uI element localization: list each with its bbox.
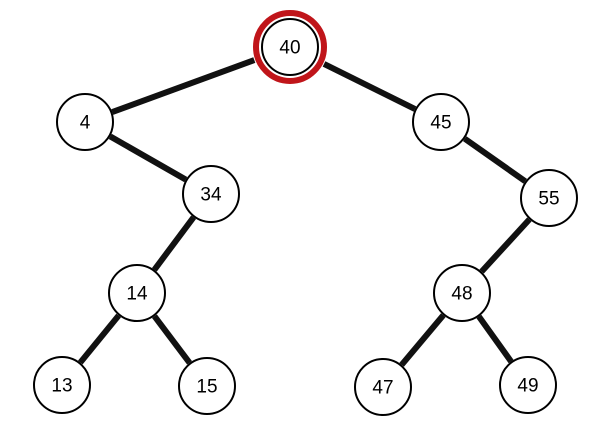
tree-edge-40-45	[322, 61, 417, 112]
tree-node-48[interactable]: 48	[433, 264, 491, 322]
tree-edge-48-49	[476, 314, 514, 364]
node-circle[interactable]	[412, 93, 470, 151]
tree-node-4[interactable]: 4	[56, 93, 114, 151]
node-circle[interactable]	[108, 264, 166, 322]
node-circle[interactable]	[261, 18, 319, 76]
tree-node-13[interactable]: 13	[33, 356, 91, 414]
node-circle[interactable]	[520, 169, 578, 227]
tree-node-55[interactable]: 55	[520, 169, 578, 227]
tree-edge-34-14	[151, 215, 197, 272]
node-circle[interactable]	[433, 264, 491, 322]
tree-edge-4-34	[108, 133, 188, 183]
nodes-layer: 40 4 45 34 55 14 48 13 15 47 49	[33, 10, 578, 416]
node-circle[interactable]	[178, 357, 236, 415]
node-circle[interactable]	[182, 165, 240, 223]
node-circle[interactable]	[354, 358, 412, 416]
tree-edge-55-48	[479, 217, 532, 274]
node-circle[interactable]	[56, 93, 114, 151]
tree-node-45[interactable]: 45	[412, 93, 470, 151]
tree-edge-14-13	[77, 313, 122, 365]
tree-node-14[interactable]: 14	[108, 264, 166, 322]
tree-node-40[interactable]: 40	[253, 10, 327, 84]
tree-node-34[interactable]: 34	[182, 165, 240, 223]
edges-layer	[77, 57, 532, 367]
node-highlight-ring	[253, 10, 327, 84]
tree-node-15[interactable]: 15	[178, 357, 236, 415]
node-circle[interactable]	[499, 356, 557, 414]
tree-edge-45-55	[462, 136, 528, 184]
tree-edge-40-4	[111, 57, 256, 115]
tree-node-49[interactable]: 49	[499, 356, 557, 414]
tree-edge-48-47	[399, 313, 446, 367]
tree-node-47[interactable]: 47	[354, 358, 412, 416]
tree-edge-14-15	[152, 314, 192, 365]
node-circle[interactable]	[33, 356, 91, 414]
